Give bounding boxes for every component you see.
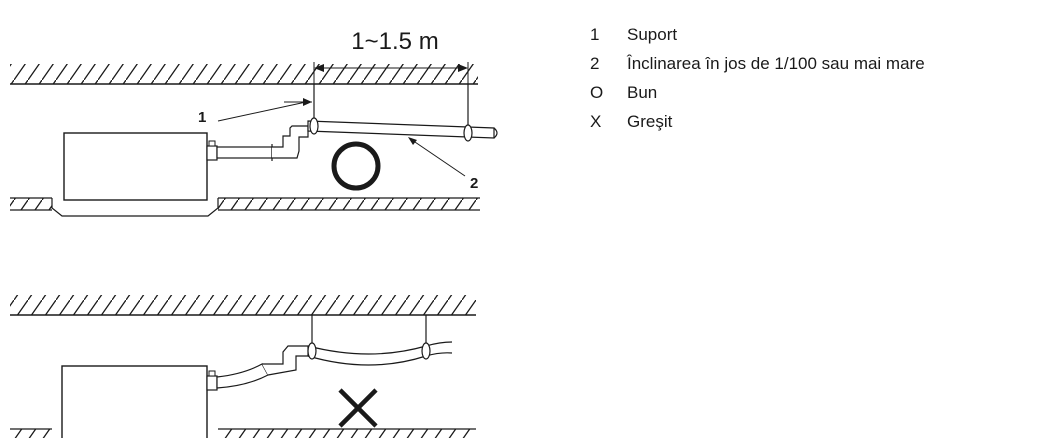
wrong-installation	[10, 295, 476, 438]
false-ceiling-hatch-left-top	[10, 198, 52, 210]
callout-1: 1	[198, 109, 206, 126]
dimension-label: 1~1.5 m	[351, 28, 438, 55]
drain-riser-top	[272, 125, 309, 159]
false-ceiling-hatch-right-top	[218, 198, 480, 210]
wrong-mark-icon	[338, 388, 378, 428]
callout-2: 2	[470, 175, 478, 192]
drain-pipe-diagram: 1~1.5 m 1 2	[10, 28, 498, 438]
legend-key: X	[590, 111, 602, 131]
legend-item: X Greşit	[590, 107, 925, 136]
legend: 1 Suport 2 Înclinarea în jos de 1/100 sa…	[590, 20, 925, 136]
indoor-unit-top	[63, 132, 208, 201]
legend-key: 1	[590, 24, 600, 44]
unit-panel-top	[51, 198, 219, 217]
drain-pipe-sagging	[307, 341, 453, 355]
ceiling-hatch-top	[10, 64, 478, 84]
legend-item: 2 Înclinarea în jos de 1/100 sau mai mar…	[590, 49, 925, 78]
good-mark-icon	[331, 141, 381, 191]
legend-text: Înclinarea în jos de 1/100 sau mai mare	[627, 53, 925, 73]
indoor-unit-bottom	[61, 365, 208, 438]
support-clamp-1	[309, 117, 319, 135]
legend-text: Bun	[627, 82, 658, 102]
legend-key: O	[590, 82, 604, 102]
legend-item: O Bun	[590, 78, 925, 107]
legend-text: Suport	[627, 24, 678, 44]
legend-text: Greşit	[627, 111, 673, 131]
legend-key: 2	[590, 53, 600, 73]
legend-item: 1 Suport	[590, 20, 925, 49]
drain-riser-bottom	[262, 345, 309, 376]
ceiling-hatch-bottom	[10, 295, 476, 315]
correct-installation: 1~1.5 m 1 2	[10, 28, 498, 217]
support-clamp-2	[463, 124, 473, 142]
